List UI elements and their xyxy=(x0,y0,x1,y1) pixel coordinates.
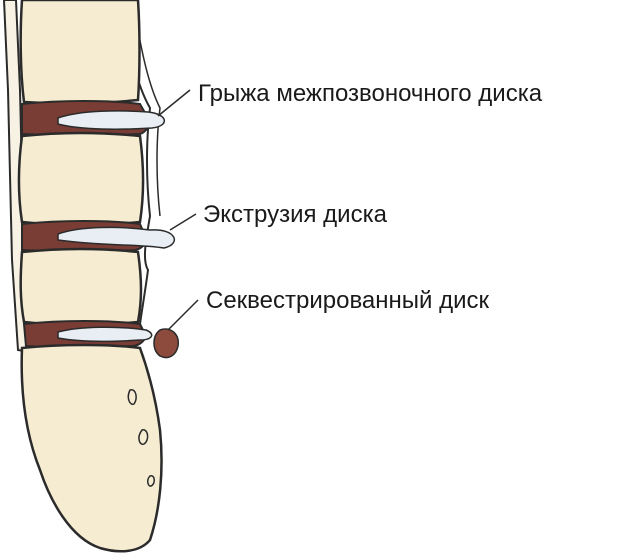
sequestered-fragment xyxy=(153,328,179,359)
disc-2-nucleus xyxy=(57,226,176,249)
leader-line-herniation xyxy=(157,89,191,117)
vertebra-2 xyxy=(17,131,145,227)
sacrum-foramen-3 xyxy=(147,475,155,487)
sacrum-foramen-2 xyxy=(138,429,149,446)
leader-line-sequestration xyxy=(167,299,199,331)
leader-line-extrusion xyxy=(169,213,197,231)
vertebra-3 xyxy=(19,247,143,327)
sacrum xyxy=(20,343,163,553)
disc-1-nucleus xyxy=(57,110,165,130)
disc-3-nucleus xyxy=(57,326,153,343)
label-herniation: Грыжа межпозвоночного диска xyxy=(198,80,543,107)
label-sequestration: Секвестрированный диск xyxy=(206,287,490,314)
sacrum-foramen-1 xyxy=(127,389,137,406)
vertebra-1 xyxy=(19,0,141,105)
label-extrusion: Экструзия диска xyxy=(203,201,387,228)
